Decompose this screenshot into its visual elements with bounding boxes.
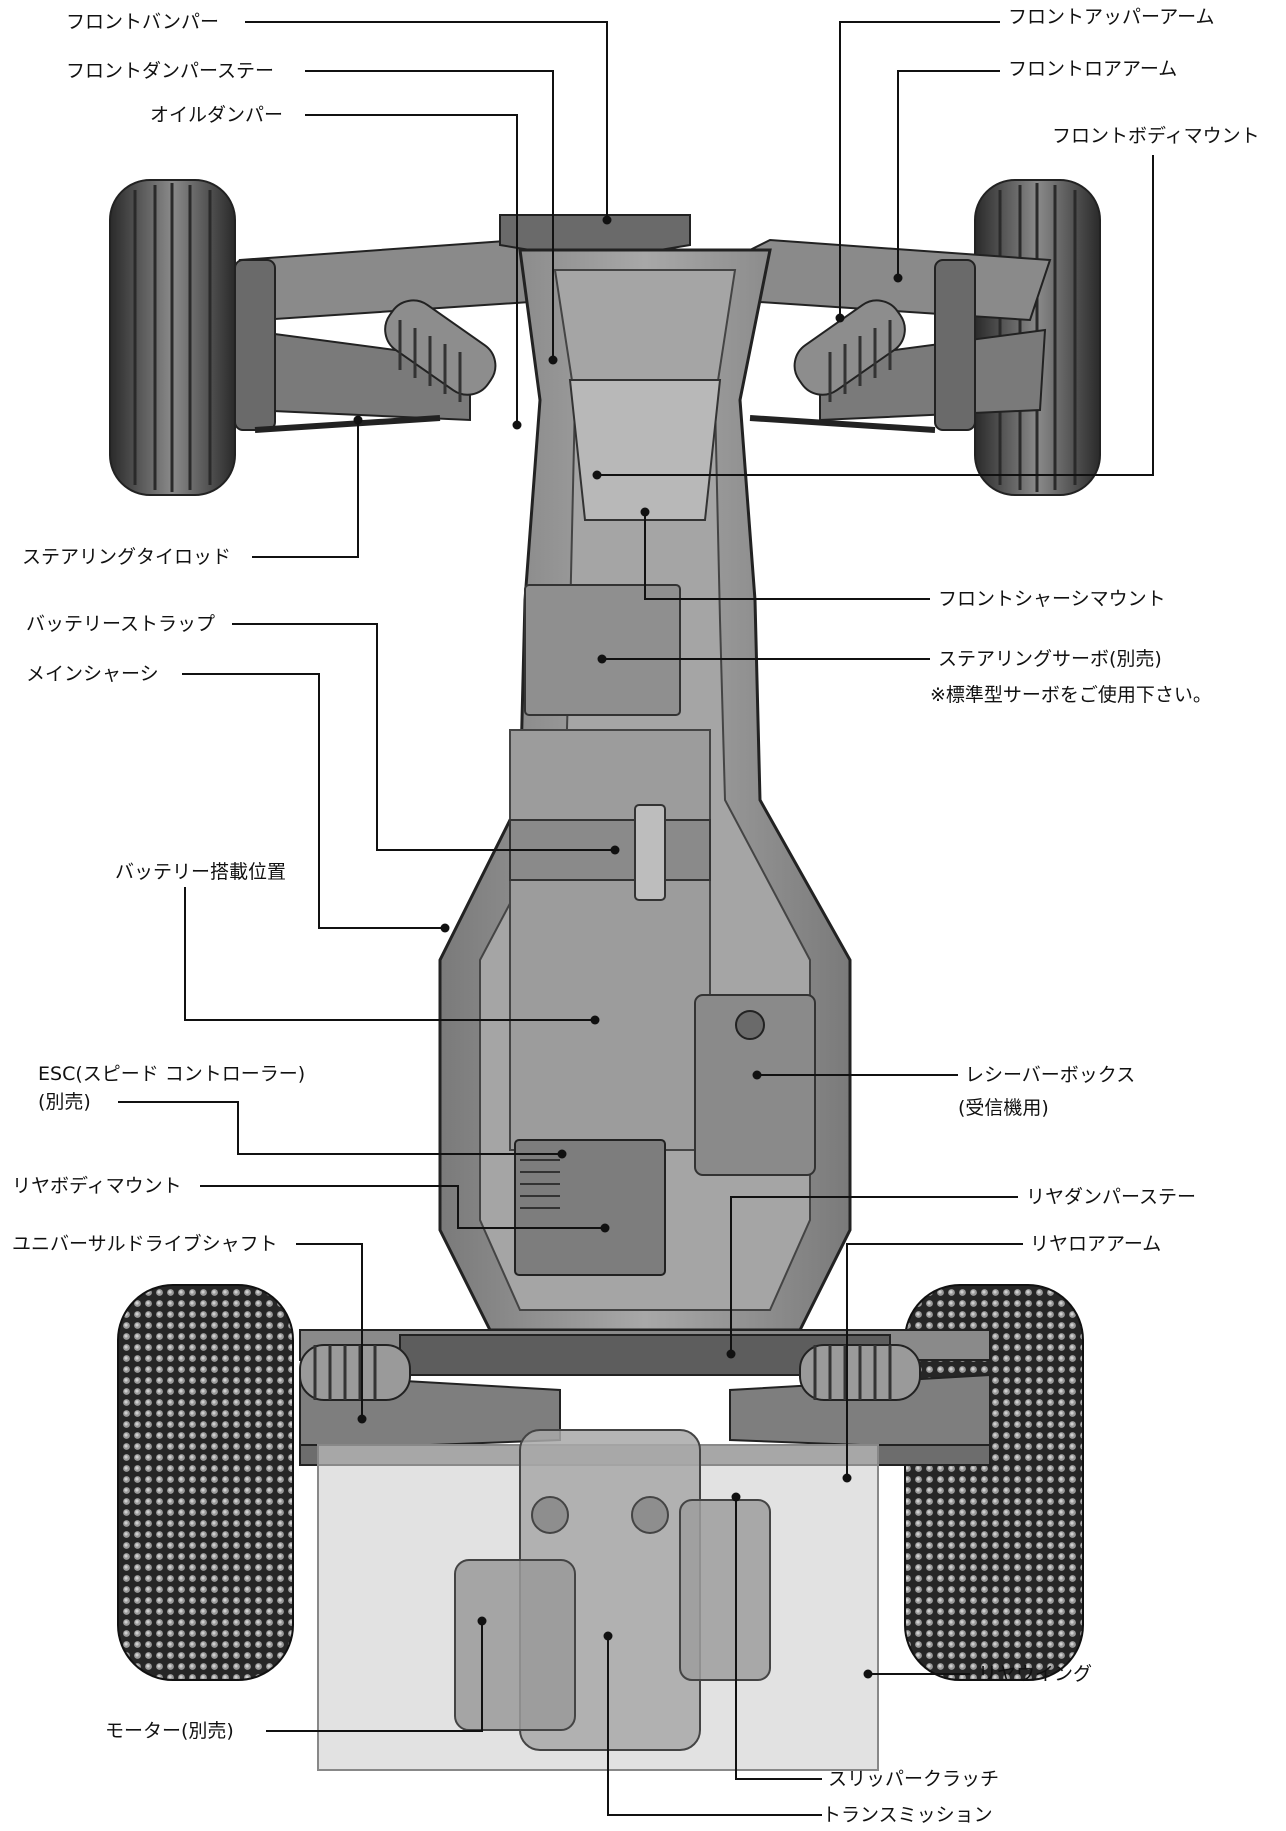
label-receiver-box: レシーバーボックス xyxy=(965,1064,1136,1086)
label-rear-damper-stay: リヤダンパーステー xyxy=(1026,1186,1197,1208)
label-battery-position: バッテリー搭載位置 xyxy=(115,861,287,883)
label-front-bumper: フロントバンパー xyxy=(66,11,219,33)
label-rear-body-mount: リヤボディマウント xyxy=(12,1175,182,1197)
main-chassis xyxy=(438,248,852,1332)
label-rear-wing: リヤウイング xyxy=(978,1663,1093,1685)
label-transmission: トランスミッション xyxy=(822,1804,993,1826)
label-steering-tie-rod: ステアリングタイロッド xyxy=(22,546,232,568)
label-universal-drive-shaft: ユニバーサルドライブシャフト xyxy=(12,1233,278,1255)
label-front-chassis-mount: フロントシャーシマウント xyxy=(938,588,1166,610)
label-steering-servo: ステアリングサーボ(別売) xyxy=(938,648,1162,670)
label-battery-strap: バッテリーストラップ xyxy=(26,613,216,635)
label-main-chassis: メインシャーシ xyxy=(26,663,159,685)
label-rear-lower-arm: リヤロアアーム xyxy=(1030,1233,1162,1255)
front-oil-dampers xyxy=(384,299,906,402)
label-front-body-mount: フロントボディマウント xyxy=(1052,125,1260,147)
label-esc: ESC(スピード コントローラー) xyxy=(38,1063,306,1085)
label-front-upper-arm: フロントアッパーアーム xyxy=(1008,6,1215,28)
leader-lines xyxy=(118,21,1154,1816)
front-left-tire xyxy=(109,179,236,496)
label-front-lower-arm: フロントロアアーム xyxy=(1008,58,1178,80)
label-oil-damper: オイルダンパー xyxy=(150,104,284,126)
transmission-assembly xyxy=(454,1429,771,1751)
label-slipper-clutch: スリッパークラッチ xyxy=(828,1768,1000,1790)
rear-left-tire xyxy=(117,1284,294,1681)
rear-dampers xyxy=(299,1344,921,1401)
label-front-damper-stay: フロントダンパーステー xyxy=(66,60,275,82)
leader-dots xyxy=(353,215,903,1679)
label-receiver-box-note: (受信機用) xyxy=(958,1097,1049,1119)
label-servo-note: ※標準型サーボをご使用下さい。 xyxy=(930,684,1212,706)
label-esc-note: (別売) xyxy=(38,1091,91,1113)
label-motor: モーター(別売) xyxy=(105,1720,234,1742)
